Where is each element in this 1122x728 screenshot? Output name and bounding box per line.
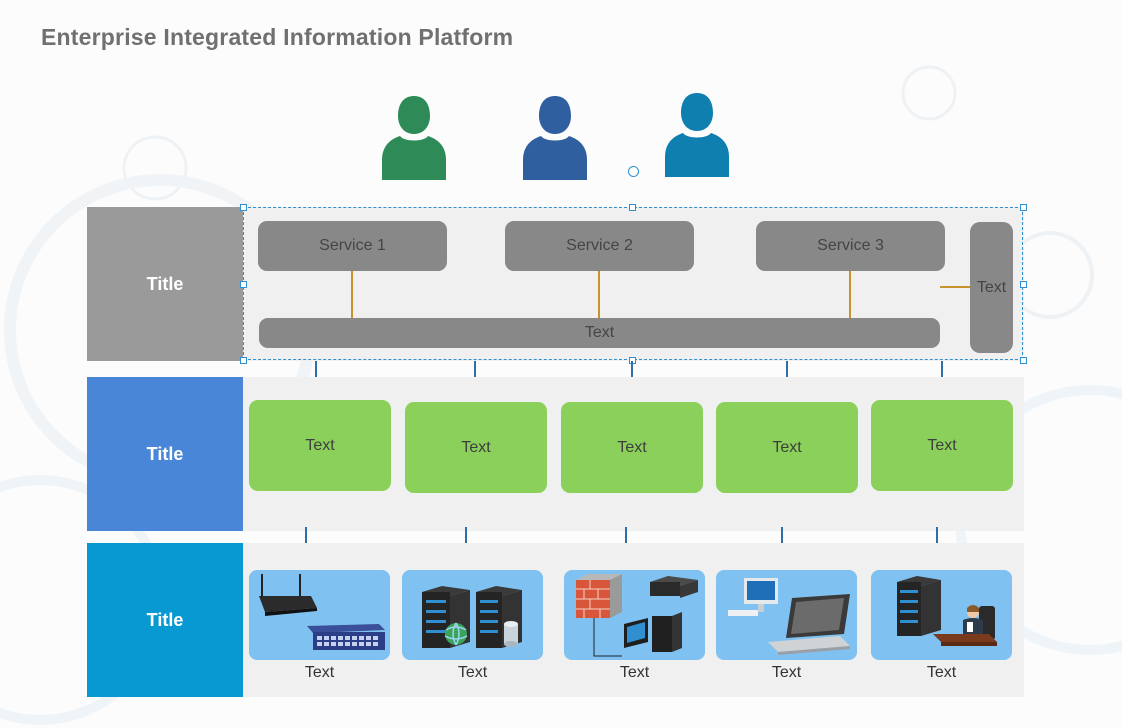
service-bus-bar[interactable]: Text (259, 318, 940, 348)
resize-handle[interactable] (1020, 204, 1027, 211)
row1-title: Title (87, 207, 243, 361)
server-user-icon (897, 576, 997, 646)
device-box-1[interactable] (249, 570, 390, 660)
resize-handle[interactable] (629, 204, 636, 211)
service-2-box[interactable]: Service 2 (505, 221, 694, 271)
green-box-3[interactable]: Text (561, 402, 703, 493)
connector-tick (315, 361, 317, 377)
connector-tick (936, 527, 938, 543)
connector-tick (786, 361, 788, 377)
page-title: Enterprise Integrated Information Platfo… (41, 24, 514, 50)
firewall-pc-icon (576, 574, 698, 657)
connector-line (940, 286, 971, 288)
connector-line (849, 270, 851, 319)
connector-line (351, 270, 353, 319)
side-text-box[interactable]: Text (970, 222, 1013, 353)
row3-title: Title (87, 543, 243, 697)
green-box-1[interactable]: Text (249, 400, 391, 491)
device-box-5[interactable] (871, 570, 1012, 660)
router-switch-icon (259, 574, 385, 650)
server-globe-icon (422, 586, 522, 648)
device-box-2[interactable] (402, 570, 543, 660)
connector-tick (631, 361, 633, 377)
resize-handle[interactable] (1020, 281, 1027, 288)
connector-tick (941, 361, 943, 377)
green-box-2[interactable]: Text (405, 402, 547, 493)
green-box-4[interactable]: Text (716, 402, 858, 493)
device-label-2: Text (457, 664, 488, 681)
user-icon (665, 93, 729, 177)
device-box-4[interactable] (716, 570, 857, 660)
user-icon (382, 96, 446, 180)
device-label-3: Text (619, 664, 650, 681)
resize-handle[interactable] (240, 204, 247, 211)
device-label-1: Text (304, 664, 335, 681)
service-3-box[interactable]: Service 3 (756, 221, 945, 271)
user-icon (523, 96, 587, 180)
service-1-box[interactable]: Service 1 (258, 221, 447, 271)
device-label-5: Text (926, 664, 957, 681)
connector-tick (474, 361, 476, 377)
row2-title: Title (87, 377, 243, 531)
green-box-5[interactable]: Text (871, 400, 1013, 491)
connector-tick (305, 527, 307, 543)
resize-handle[interactable] (240, 281, 247, 288)
device-box-3[interactable] (564, 570, 705, 660)
resize-handle[interactable] (1020, 357, 1027, 364)
connector-tick (781, 527, 783, 543)
rotate-handle[interactable] (628, 166, 639, 177)
selection-box[interactable] (243, 207, 1023, 360)
resize-handle[interactable] (240, 357, 247, 364)
device-label-4: Text (771, 664, 802, 681)
connector-line (598, 270, 600, 319)
connector-tick (625, 527, 627, 543)
connector-tick (465, 527, 467, 543)
desktop-laptop-icon (728, 578, 850, 655)
